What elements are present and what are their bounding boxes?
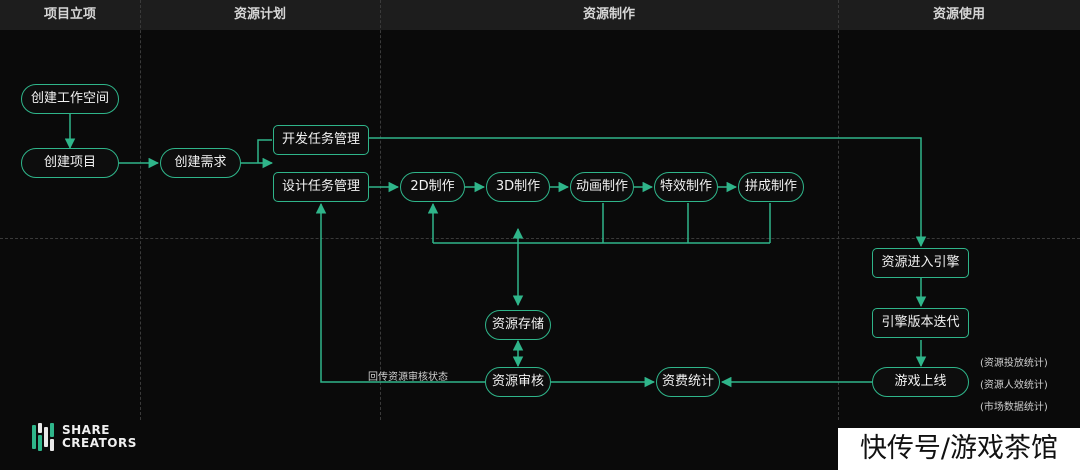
node-dev-task-mgmt: 开发任务管理 [273, 125, 369, 155]
node-asset-review: 资源审核 [485, 367, 551, 397]
node-asset-into-engine: 资源进入引擎 [872, 248, 969, 278]
node-effects-production: 特效制作 [654, 172, 718, 202]
node-asset-storage: 资源存储 [485, 310, 551, 340]
stage-resource-production: 资源制作 [582, 7, 635, 22]
stage-divider [838, 0, 839, 420]
node-create-demand: 创建需求 [160, 148, 241, 178]
stage-project-setup: 项目立项 [43, 7, 96, 22]
stage-resource-usage: 资源使用 [932, 7, 985, 22]
node-create-workspace: 创建工作空间 [21, 84, 119, 114]
edge-review-status-return [315, 202, 485, 383]
note-market-stats: (市场数据统计) [980, 402, 1048, 413]
share-creators-logo: SHARE CREATORS [32, 423, 142, 451]
edge-dev-to-engine [369, 137, 927, 248]
stage-resource-plan: 资源计划 [233, 7, 286, 22]
logo-mark-icon [32, 423, 54, 451]
logo-line-1: SHARE [62, 423, 110, 437]
node-cost-stats: 资费统计 [656, 367, 720, 397]
logo-line-2: CREATORS [62, 436, 137, 450]
node-design-task-mgmt: 设计任务管理 [273, 172, 369, 202]
node-game-launch: 游戏上线 [872, 367, 969, 397]
row-divider [0, 238, 1080, 239]
stage-divider [140, 0, 141, 420]
source-watermark: 快传号/游戏茶馆 [838, 428, 1080, 470]
logo-wordmark: SHARE CREATORS [62, 424, 137, 450]
node-engine-version-iteration: 引擎版本迭代 [872, 308, 969, 338]
edge-label-return-review-status: 回传资源审核状态 [368, 372, 448, 383]
node-assembly-production: 拼成制作 [738, 172, 804, 202]
edge-demand-to-dev [257, 139, 272, 163]
node-animation-production: 动画制作 [570, 172, 634, 202]
note-efficiency-stats: (资源人效统计) [980, 380, 1048, 391]
stage-divider [380, 0, 381, 420]
stage-header: 项目立项 资源计划 资源制作 资源使用 [0, 0, 1080, 30]
node-2d-production: 2D制作 [400, 172, 465, 202]
node-create-project: 创建项目 [21, 148, 119, 178]
node-3d-production: 3D制作 [486, 172, 550, 202]
note-delivery-stats: (资源投放统计) [980, 358, 1048, 369]
